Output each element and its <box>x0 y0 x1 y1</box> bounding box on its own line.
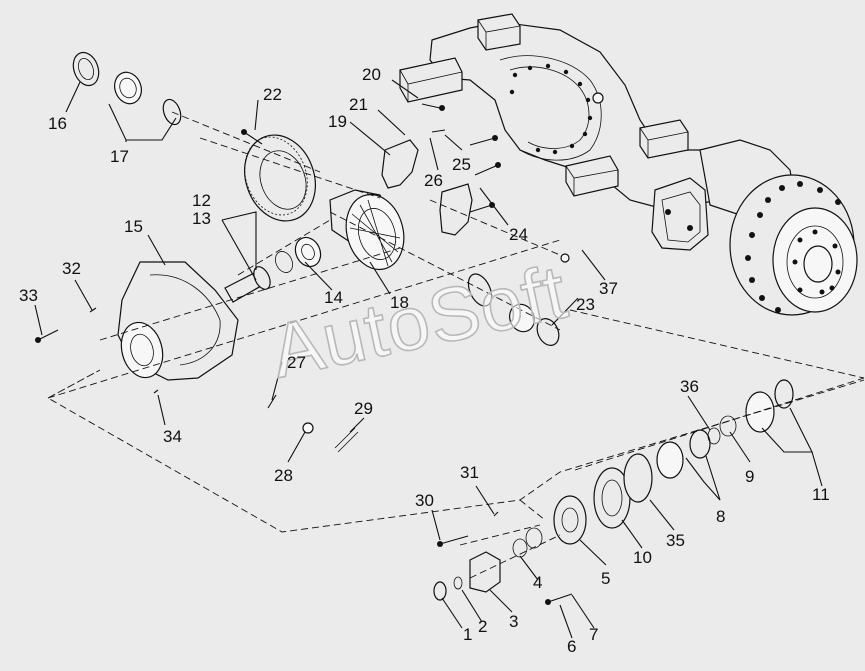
callout-23: 23 <box>576 295 595 314</box>
callout-29: 29 <box>354 399 373 418</box>
callout-28: 28 <box>274 466 293 485</box>
watermark-text: AutoSoft <box>264 249 575 394</box>
callout-12: 12 <box>192 191 211 210</box>
callout-37: 37 <box>599 279 618 298</box>
callout-11: 11 <box>812 485 830 504</box>
callout-7: 7 <box>589 625 598 644</box>
callout-30: 30 <box>415 491 434 510</box>
differential-case <box>329 189 405 271</box>
callout-1: 1 <box>463 625 472 644</box>
bearing-set-17 <box>72 51 182 126</box>
callout-labels: 1 2 3 4 5 6 7 8 9 10 11 12 13 14 15 16 1… <box>19 65 830 656</box>
leader-lines <box>34 79 823 639</box>
callout-3: 3 <box>509 612 518 631</box>
callout-2: 2 <box>478 617 487 636</box>
callout-35: 35 <box>666 531 685 550</box>
callout-36: 36 <box>680 377 699 396</box>
axle-housing <box>399 13 858 316</box>
callout-33: 33 <box>19 286 38 305</box>
callout-13: 13 <box>192 209 211 228</box>
ring-gear <box>244 134 316 222</box>
callout-4: 4 <box>533 573 542 592</box>
callout-21: 21 <box>349 95 368 114</box>
callout-5: 5 <box>601 569 610 588</box>
callout-15: 15 <box>124 217 143 236</box>
callout-27: 27 <box>287 353 306 372</box>
callout-32: 32 <box>62 259 81 278</box>
callout-22: 22 <box>263 85 282 104</box>
side-bearing <box>467 273 560 346</box>
callout-10: 10 <box>633 548 652 567</box>
callout-25: 25 <box>452 155 471 174</box>
carrier-housing <box>117 261 239 381</box>
callout-18: 18 <box>390 293 409 312</box>
callout-16: 16 <box>48 114 67 133</box>
callout-19: 19 <box>328 112 347 131</box>
callout-34: 34 <box>163 427 182 446</box>
callout-17: 17 <box>110 147 129 166</box>
callout-20: 20 <box>362 65 381 84</box>
input-shaft-group <box>433 379 794 601</box>
callout-14: 14 <box>324 288 343 307</box>
callout-6: 6 <box>567 637 576 656</box>
callout-26: 26 <box>424 171 443 190</box>
pinion <box>224 236 322 303</box>
callout-9: 9 <box>745 467 754 486</box>
callout-31: 31 <box>460 463 479 482</box>
callout-24: 24 <box>509 225 528 244</box>
callout-8: 8 <box>716 507 725 526</box>
bearing-cap <box>381 139 473 236</box>
assembly-dashed-lines <box>47 111 865 579</box>
